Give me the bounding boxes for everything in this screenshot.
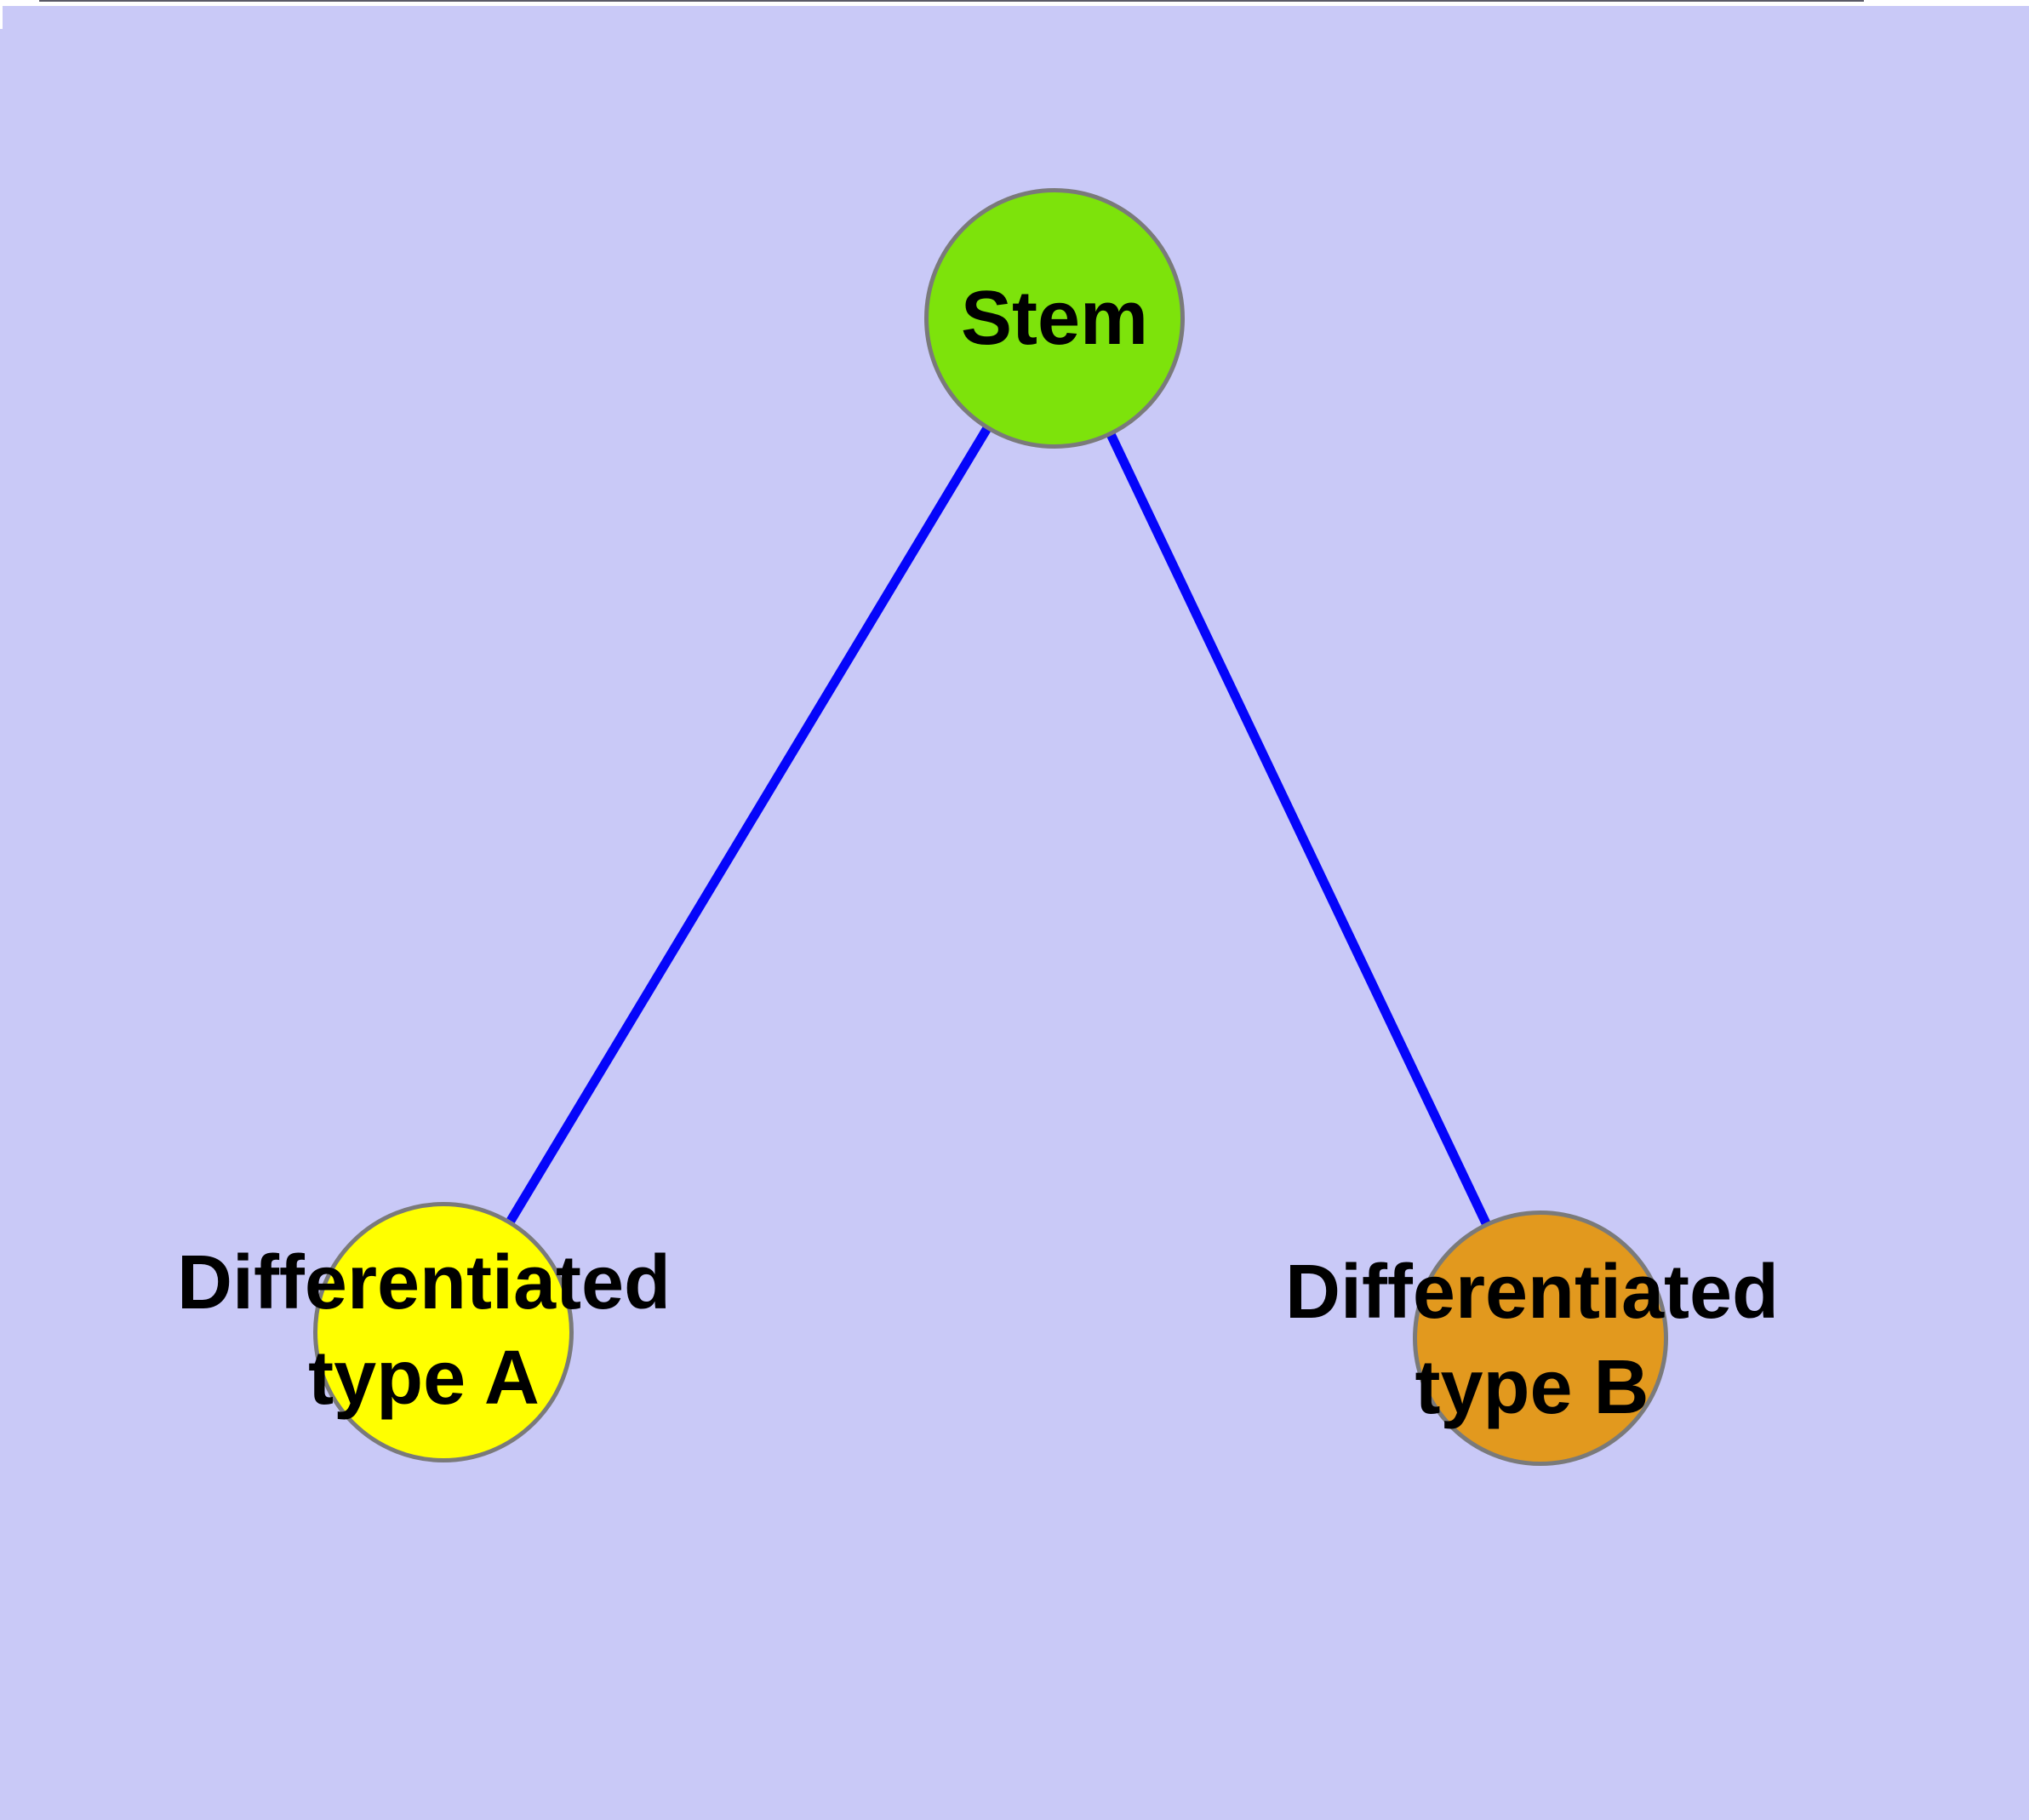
label-b-line1: Differentiated: [1284, 1250, 1780, 1335]
window-top-edge: [0, 0, 2029, 6]
node-differentiated-type-b: [1413, 1210, 1668, 1466]
edge-stem-to-type-a: [506, 426, 992, 1223]
node-differentiated-type-a: [313, 1202, 574, 1462]
label-b-line2: type B: [1415, 1345, 1649, 1430]
edge-stem-to-type-b: [1106, 432, 1490, 1226]
node-differentiated-type-b-label: Differentiated type B: [1234, 1245, 1830, 1435]
label-a-line2: type A: [308, 1336, 540, 1421]
label-a-line1: Differentiated: [176, 1240, 672, 1325]
node-stem-label: Stem: [960, 276, 1149, 361]
node-differentiated-type-a-label: Differentiated type A: [126, 1235, 722, 1426]
window-top-border-line: [39, 0, 1864, 2]
window-left-edge: [0, 0, 3, 29]
node-stem: Stem: [924, 188, 1185, 449]
